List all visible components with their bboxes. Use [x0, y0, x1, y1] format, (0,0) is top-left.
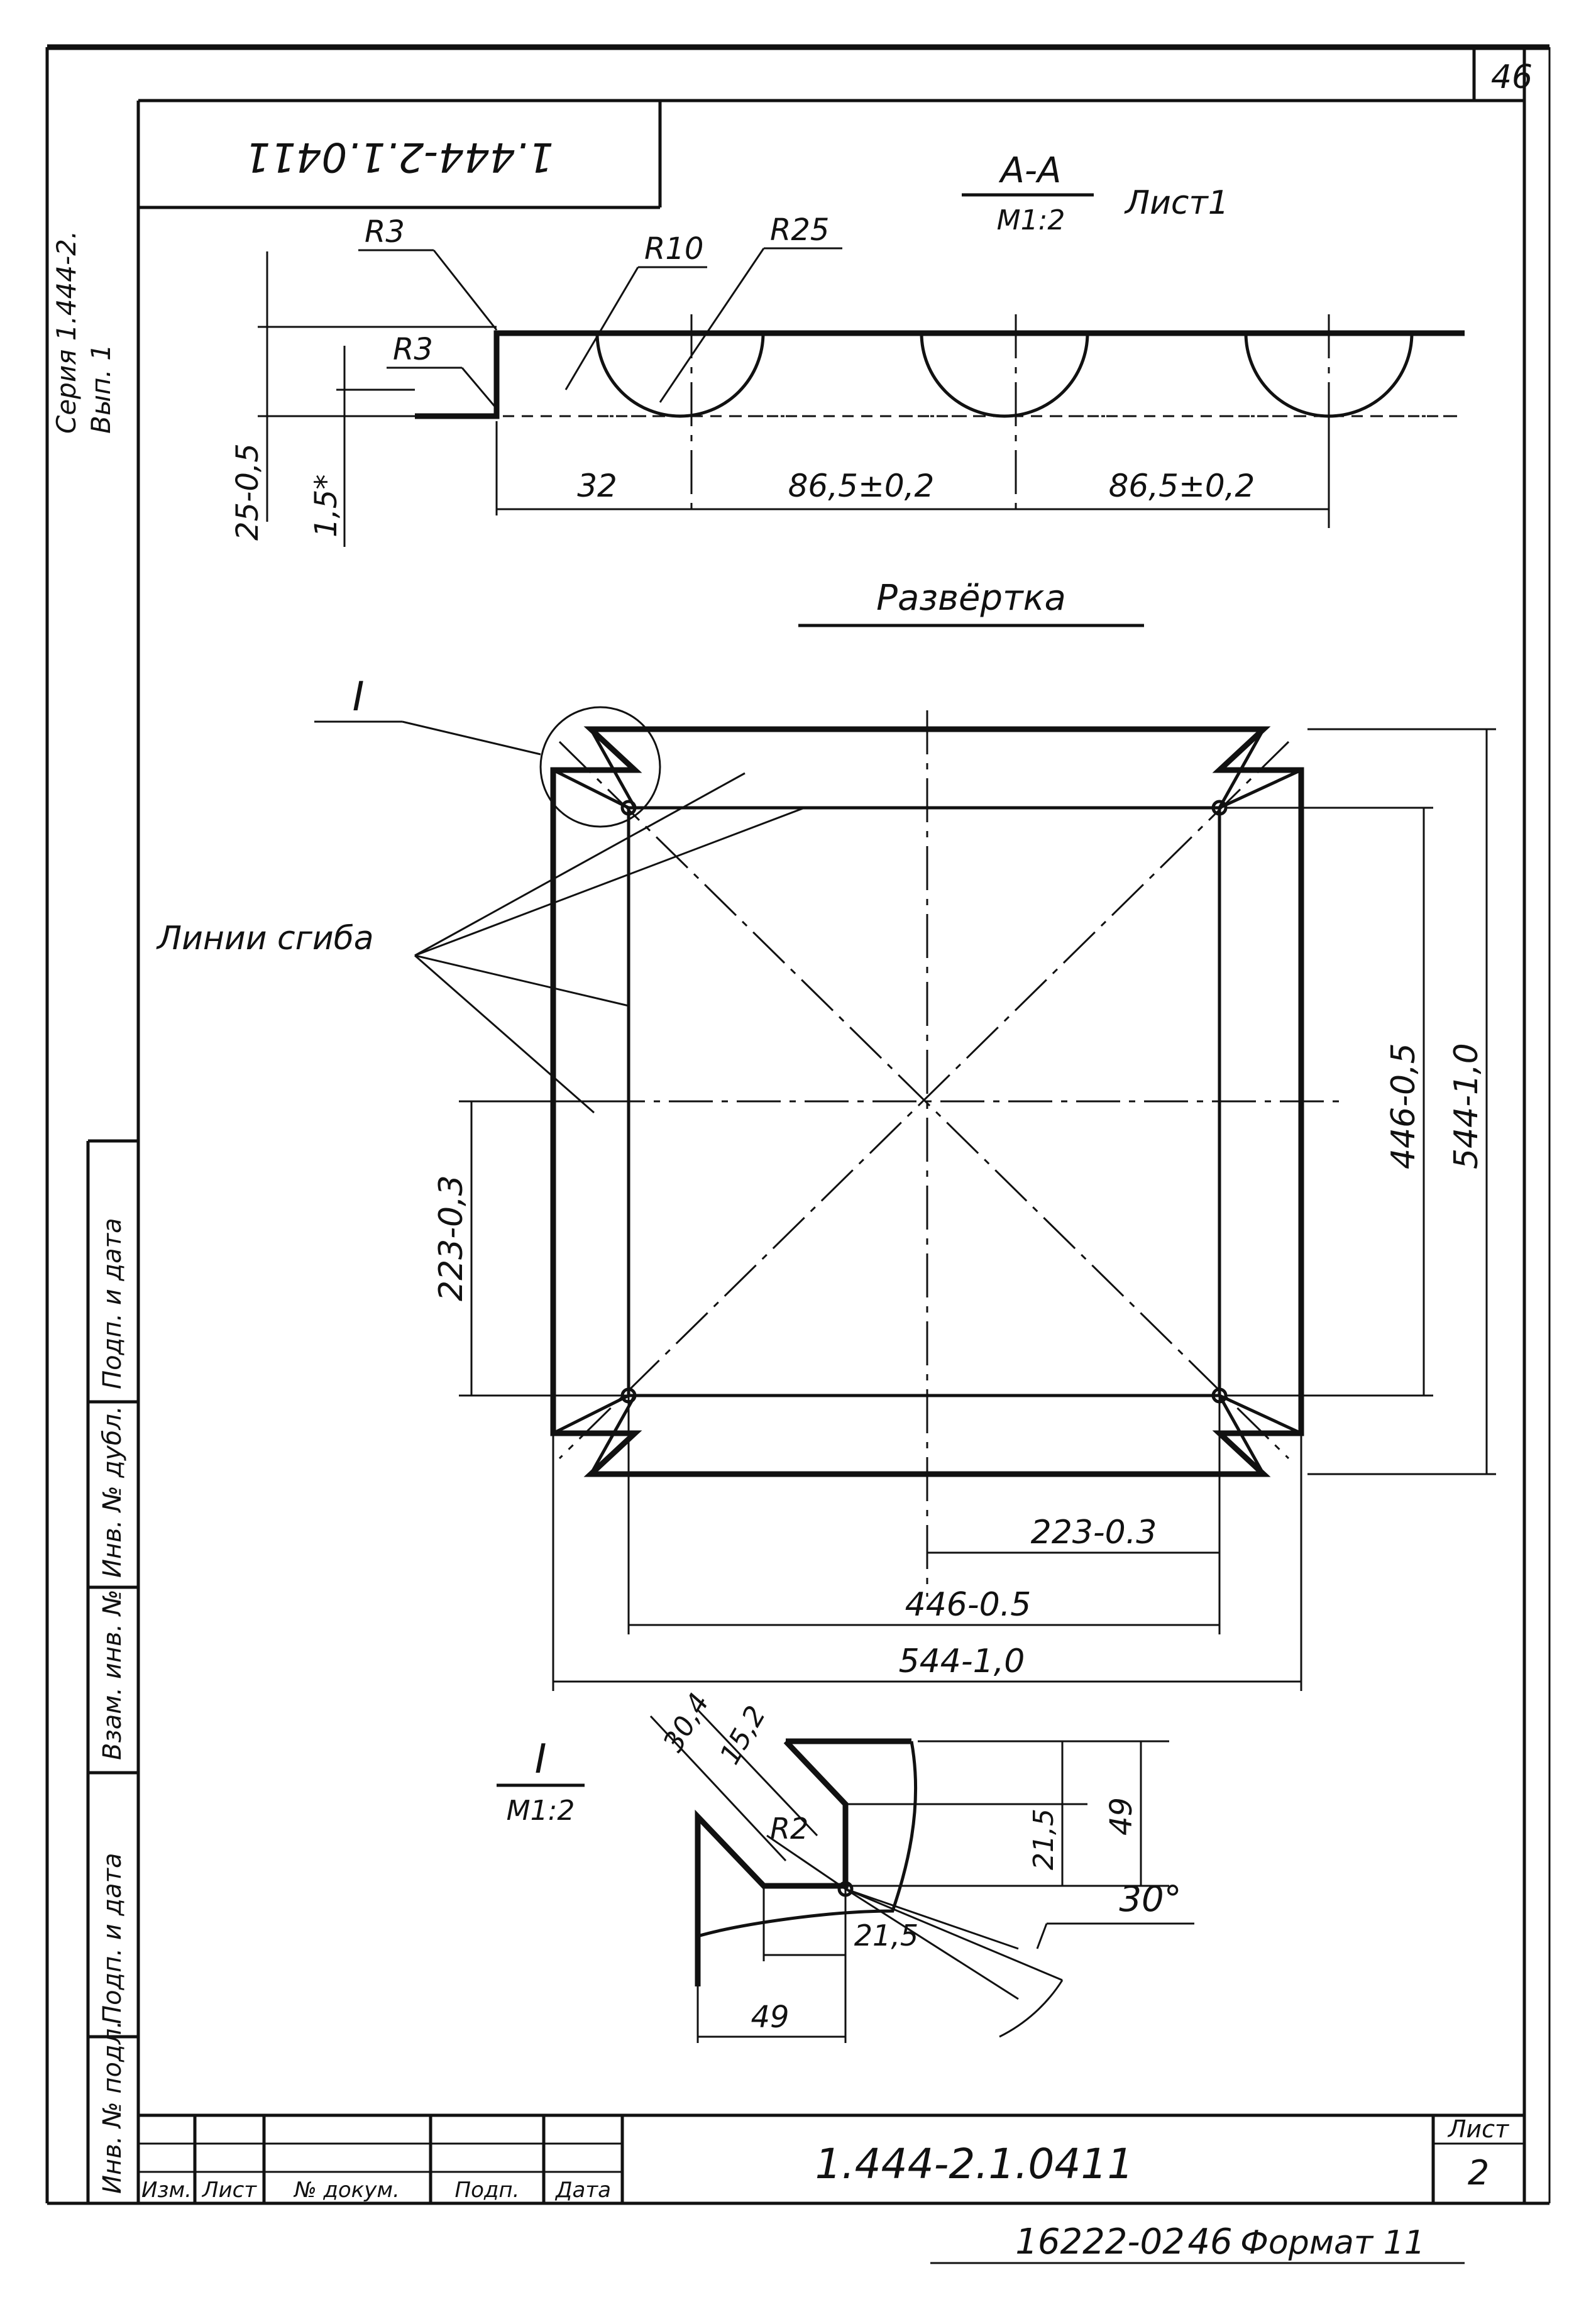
footer-code: 16222-02 [1015, 2222, 1185, 2262]
section-a-a: А-А М1:2 Лист1 R3 R3 R10 R [230, 150, 1465, 547]
dim-outer-vertical: 544-1,0 [1448, 1043, 1485, 1169]
sheet-number: 2 [1468, 2153, 1489, 2193]
footer-number: 46 [1187, 2222, 1232, 2262]
detail-scale: М1:2 [507, 1795, 575, 1827]
dim-inner-vertical: 446-0,5 [1385, 1043, 1423, 1169]
dim-86-5-a: 86,5±0,2 [788, 468, 935, 504]
side-stamp-inv-orig: Инв. № подл. [98, 2020, 127, 2194]
dim-r2: R2 [770, 1812, 808, 1846]
dim-half-left: 223-0,3 [432, 1175, 470, 1301]
col-doc-number: № докум. [293, 2178, 400, 2203]
sheet-frame [45, 44, 1551, 2205]
label-r10: R10 [644, 231, 703, 267]
side-stamp-sign-date-2: Подп. и дата [98, 1218, 127, 1389]
section-scale: М1:2 [997, 204, 1065, 236]
dim-49-vertical: 49 [1104, 1797, 1139, 1836]
dim-49-horizontal: 49 [751, 2000, 789, 2035]
label-r3-side: R3 [393, 332, 433, 367]
side-stamp-sign-date-1: Подп. и дата [98, 1853, 127, 2024]
label-r3-top: R3 [365, 214, 405, 250]
detail-view: I М1:2 30,4 15,2 R2 21,5 49 21,5 [497, 1688, 1194, 2043]
development-title: Развёртка [876, 578, 1066, 619]
top-stamp: 1.444-2.1.0411 [138, 101, 662, 209]
footer: 16222-02 46 Формат 11 [930, 2222, 1465, 2264]
section-sheet-note: Лист1 [1124, 184, 1229, 222]
dim-21-5-horizontal: 21,5 [854, 1919, 918, 1952]
dim-half-bottom: 223-0.3 [1031, 1514, 1157, 1551]
dim-86-5-b: 86,5±0,2 [1109, 468, 1255, 504]
section-title: А-А [999, 150, 1062, 191]
dim-angle: 30° [1119, 1879, 1181, 1920]
col-date: Дата [554, 2178, 611, 2203]
corner-sheet-box: 46 [1472, 47, 1533, 101]
dim-thickness: 1,5* [309, 475, 344, 537]
footer-format: Формат 11 [1240, 2224, 1425, 2262]
series-label-line1: Серия 1.444-2. [51, 231, 82, 434]
detail-callout: I [353, 674, 365, 720]
col-signature: Подп. [455, 2178, 520, 2203]
series-label: Серия 1.444-2. Вып. 1 [51, 231, 116, 434]
label-r25: R25 [770, 212, 829, 248]
top-stamp-designation: 1.444-2.1.0411 [245, 133, 553, 180]
side-stamp: Инв. № подл. Подп. и дата Взам. инв. № И… [86, 1139, 138, 2203]
dim-30-4: 30,4 [657, 1688, 715, 1757]
title-block: Изм. Лист № докум. Подп. Дата 1.444-2.1.… [138, 2113, 1524, 2203]
dim-32: 32 [577, 468, 617, 504]
col-change: Изм. [141, 2178, 192, 2203]
side-stamp-replace-inv: Взам. инв. № [98, 1589, 127, 1760]
bend-lines-label: Линии сгиба [156, 920, 374, 957]
corner-sheet-number: 46 [1491, 58, 1533, 96]
dim-inner-horizontal: 446-0.5 [905, 1586, 1032, 1624]
series-label-line2: Вып. 1 [85, 344, 116, 434]
development-view: Развёртка I Линии сгиба [156, 578, 1496, 1691]
dim-21-5-vertical: 21,5 [1028, 1809, 1060, 1870]
sheet-label: Лист [1447, 2115, 1510, 2143]
col-sheet: Лист [201, 2178, 257, 2203]
dim-height: 25-0,5 [230, 443, 265, 541]
side-stamp-inv-dup: Инв. № дубл. [98, 1406, 127, 1578]
detail-label: I [535, 1736, 547, 1783]
designation: 1.444-2.1.0411 [815, 2140, 1134, 2188]
dim-outer-horizontal: 544-1,0 [899, 1643, 1025, 1680]
